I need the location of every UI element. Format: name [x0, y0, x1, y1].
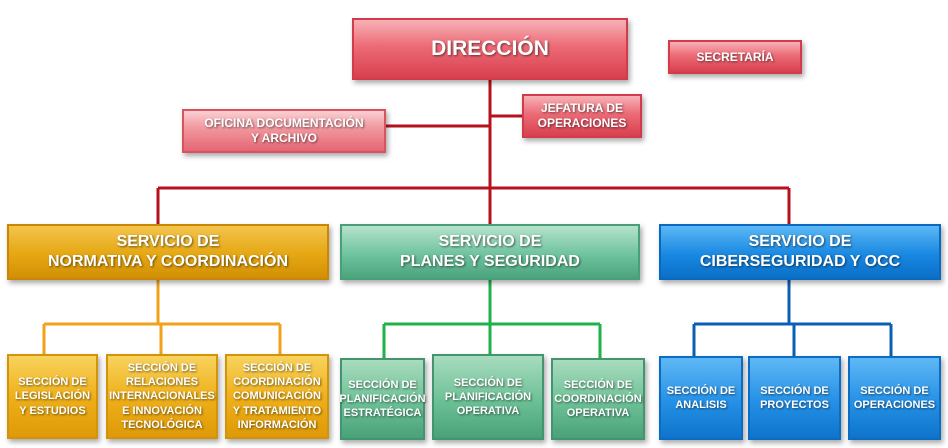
seccion-planificacion-operativa-box: SECCIÓN DE PLANIFICACIÓN OPERATIVA: [432, 354, 544, 440]
seccion-relaciones-box: SECCIÓN DE RELACIONES INTERNACIONALES E …: [106, 354, 218, 439]
servicio-ciberseguridad-box: SERVICIO DE CIBERSEGURIDAD Y OCC: [659, 224, 941, 280]
direccion-box: DIRECCIÓN: [352, 18, 628, 80]
seccion-analisis-box: SECCIÓN DE ANALISIS: [659, 356, 743, 440]
seccion-legislacion-box: SECCIÓN DE LEGISLACIÓN Y ESTUDIOS: [7, 354, 98, 439]
jefatura-operaciones-box: JEFATURA DE OPERACIONES: [522, 94, 642, 138]
servicio-normativa-box: SERVICIO DE NORMATIVA Y COORDINACIÓN: [7, 224, 329, 280]
oficina-documentacion-box: OFICINA DOCUMENTACIÓN Y ARCHIVO: [182, 109, 386, 153]
secretaria-box: SECRETARÍA: [668, 40, 802, 74]
seccion-proyectos-box: SECCIÓN DE PROYECTOS: [748, 356, 841, 440]
seccion-planificacion-estrategica-box: SECCIÓN DE PLANIFICACIÓN ESTRATÉGICA: [339, 358, 426, 440]
orange-connectors: [42, 280, 282, 354]
seccion-coordinacion-comunicacion-box: SECCIÓN DE COORDINACIÓN COMUNICACIÓN Y T…: [225, 354, 329, 439]
blue-connectors: [692, 280, 893, 356]
seccion-coordinacion-operativa-box: SECCIÓN DE COORDINACIÓN OPERATIVA: [551, 358, 645, 440]
green-connectors: [382, 280, 602, 358]
red-connectors: [156, 80, 791, 224]
servicio-planes-box: SERVICIO DE PLANES Y SEGURIDAD: [340, 224, 640, 280]
seccion-operaciones-box: SECCIÓN DE OPERACIONES: [848, 356, 941, 440]
